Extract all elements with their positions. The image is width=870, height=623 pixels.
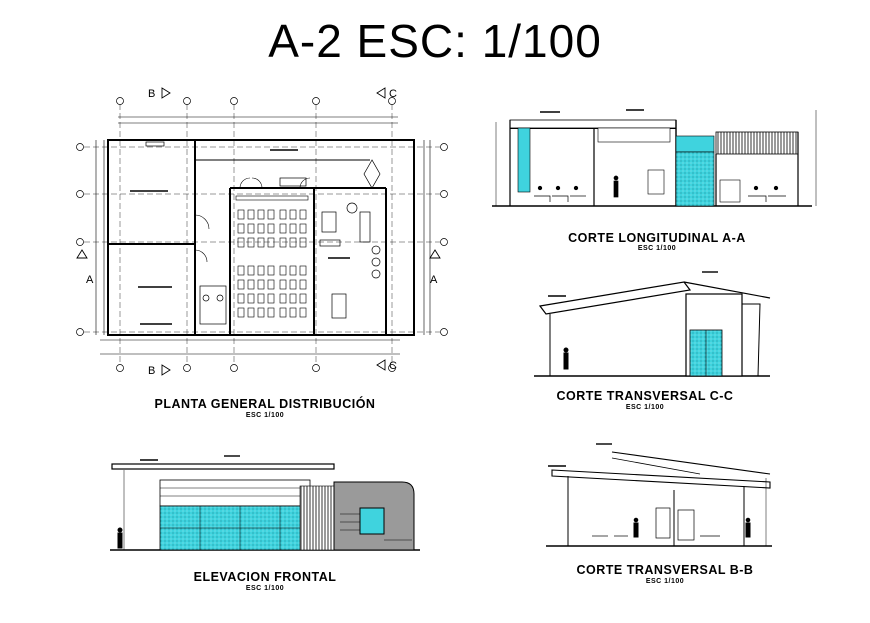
plan-grid-axes xyxy=(84,104,440,365)
frontal-elevation-drawing xyxy=(110,455,420,551)
section-aa-scale: ESC 1/100 xyxy=(637,245,677,252)
plan-scale: ESC 1/100 xyxy=(245,412,285,419)
section-mark-b-top: B xyxy=(148,88,155,100)
floor-plan xyxy=(76,87,448,376)
section-mark-c-bottom: C xyxy=(389,360,397,372)
sheet-title: A-2 ESC: 1/100 xyxy=(268,15,602,67)
plan-section-markers xyxy=(76,87,441,376)
section-mark-a-right: A xyxy=(430,274,438,286)
plan-furniture xyxy=(145,141,381,325)
section-cc-drawing xyxy=(534,271,771,377)
elevation-caption: ELEVACION FRONTAL xyxy=(193,570,337,584)
plan-annotations xyxy=(130,149,350,325)
section-bb-scale: ESC 1/100 xyxy=(645,578,685,585)
section-aa-drawing xyxy=(492,109,817,207)
plan-seating xyxy=(235,195,309,318)
section-bb-drawing xyxy=(546,443,772,547)
section-mark-b-bottom: B xyxy=(148,365,155,377)
plan-doors xyxy=(194,177,311,263)
section-cc-caption: CORTE TRANSVERSAL C-C xyxy=(556,389,734,403)
plan-caption: PLANTA GENERAL DISTRIBUCIÓN xyxy=(154,397,376,411)
section-mark-c-top: C xyxy=(389,88,397,100)
section-bb-caption: CORTE TRANSVERSAL B-B xyxy=(576,563,754,577)
plan-axis-bubbles xyxy=(76,97,448,372)
plan-walls xyxy=(107,139,415,336)
section-mark-a-left: A xyxy=(86,274,94,286)
elevation-scale: ESC 1/100 xyxy=(245,585,285,592)
plan-dimension-lines xyxy=(95,116,431,355)
section-cc-scale: ESC 1/100 xyxy=(625,404,665,411)
section-aa-caption: CORTE LONGITUDINAL A-A xyxy=(568,231,746,245)
